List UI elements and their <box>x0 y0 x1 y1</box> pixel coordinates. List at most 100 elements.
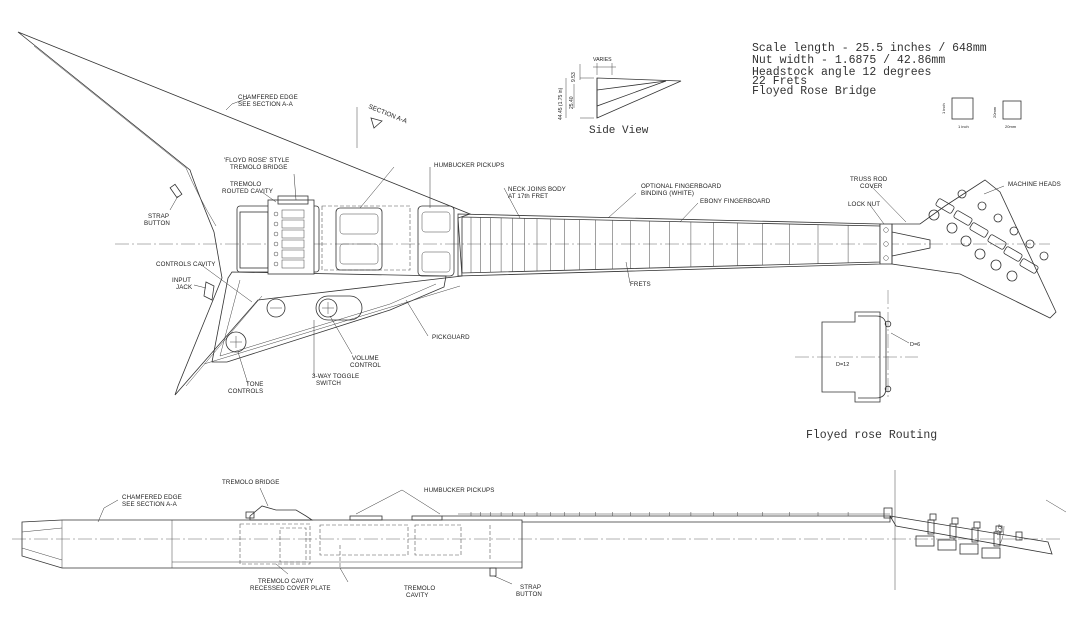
side-view-dim-2540: 25.40 <box>569 96 575 109</box>
label-neck-joins: NECK JOINS BODY <box>508 186 566 193</box>
side-leaders <box>97 487 513 585</box>
bridge-saddles <box>273 209 305 269</box>
spec-nut-width: Nut width - 1.6875 / 42.86mm <box>752 54 945 67</box>
side-machine-heads <box>915 513 1023 559</box>
mm-bottom-label: 20mm <box>1005 124 1017 129</box>
label-chamfered-edge-side: CHAMFERED EDGE <box>122 494 182 501</box>
tremolo-bridge-profile <box>249 505 314 521</box>
inch-bottom-label: 1 inch <box>958 124 969 129</box>
label-strap-button-side: BUTTON <box>516 591 542 598</box>
floyd-rose-bridge <box>267 199 315 275</box>
headstock-angle-label: 12.0° <box>996 524 1004 537</box>
input-jack <box>203 281 215 301</box>
routing-hole-top <box>884 320 892 328</box>
label-tone: TONE <box>246 381 263 388</box>
label-binding-white: BINDING (WHITE) <box>641 190 694 197</box>
section-aa-label: SECTION A-A <box>367 103 408 125</box>
label-tremolo-cavity: TREMOLO CAVITY <box>258 578 314 585</box>
side-frets <box>470 512 849 516</box>
floyd-rose-routing-detail: D=6 D=12 Floyed rose Routing <box>795 290 937 442</box>
side-view-inner <box>596 80 667 107</box>
scale-reference-boxes: 1 inch 1 inch 20mm 20mm <box>941 97 1022 129</box>
strap-button-top <box>169 183 183 199</box>
inch-side-label: 1 inch <box>941 103 946 114</box>
humbucker-bridge <box>335 207 383 271</box>
label-lock-nut: LOCK NUT <box>848 201 880 208</box>
side-view-detail: VARIES 9.53 25.40 44.45 (1.75 in) Side V… <box>558 57 682 137</box>
label-input: INPUT <box>172 277 191 284</box>
machine-heads <box>928 189 1049 282</box>
label-tremolo: TREMOLO <box>230 181 261 188</box>
mm-scale-box <box>1002 100 1022 120</box>
spec-headstock-angle: Headstock angle 12 degrees <box>752 66 931 79</box>
label-tremolo-side: TREMOLO <box>404 585 435 592</box>
label-volume: VOLUME <box>352 355 379 362</box>
label-pickguard: PICKGUARD <box>432 334 470 341</box>
pickup-cavity-side <box>319 524 409 556</box>
side-view-outline <box>596 77 682 119</box>
label-volume-control: CONTROL <box>350 362 381 369</box>
neck-profile <box>442 515 891 523</box>
neck-outline <box>457 213 881 277</box>
spec-block: Scale length - 25.5 inches / 648mm Nut w… <box>752 42 987 98</box>
label-tremolo-bridge-side: TREMOLO BRIDGE <box>222 479 279 486</box>
humbucker-neck <box>417 205 455 277</box>
label-strap-button: BUTTON <box>144 220 170 227</box>
tremolo-cavity <box>239 523 311 565</box>
tone-knob[interactable] <box>225 331 247 353</box>
spec-frets: 22 Frets <box>752 75 807 88</box>
pickguard-outline <box>211 271 447 363</box>
routing-title: Floyed rose Routing <box>806 429 937 442</box>
routing-outline <box>821 311 881 403</box>
label-chamfered-edge: CHAMFERED EDGE <box>238 94 298 101</box>
side-view-varies-label: VARIES <box>593 57 612 63</box>
top-leaders <box>169 97 1005 385</box>
routing-d6-label: D=6 <box>910 342 920 348</box>
lock-nut <box>879 223 893 265</box>
label-machine-heads: MACHINE HEADS <box>1008 181 1061 188</box>
mm-side-label: 20mm <box>992 106 997 118</box>
label-floyd-tremolo: TREMOLO BRIDGE <box>230 164 287 171</box>
body-profile <box>21 519 523 569</box>
label-humbucker-pickups: HUMBUCKER PICKUPS <box>434 162 504 169</box>
label-routed-cavity: ROUTED CAVITY <box>222 188 273 195</box>
label-floyd-style: 'FLOYD ROSE' STYLE <box>224 157 289 164</box>
body-outline <box>17 31 472 396</box>
lock-nut-profile <box>883 507 893 519</box>
headstock-outline <box>891 179 1057 319</box>
routing-hole-bottom <box>884 385 892 393</box>
label-chamfered-edge-see-side: SEE SECTION A-A <box>122 501 178 508</box>
label-jack: JACK <box>176 284 193 291</box>
label-strap: STRAP <box>148 213 169 220</box>
side-view-title: Side View <box>589 125 649 137</box>
label-3way-toggle: 3-WAY TOGGLE <box>312 373 359 380</box>
frets <box>470 217 849 273</box>
toggle-switch[interactable] <box>266 298 286 318</box>
strap-button-bottom <box>489 567 497 577</box>
label-cavity-side: CAVITY <box>406 592 429 599</box>
side-view-dim-953: 9.53 <box>571 72 577 82</box>
label-truss-rod-cover: COVER <box>860 183 883 190</box>
label-tone-controls: CONTROLS <box>228 388 263 395</box>
side-profile-view: 12.0° TREMOLO BRIDGE CHAMFERED EDGE SEE … <box>12 470 1067 599</box>
section-aa-arrow <box>370 117 383 129</box>
label-chamfered-edge-see: SEE SECTION A-A <box>238 101 294 108</box>
label-recessed-cover: RECESSED COVER PLATE <box>250 585 331 592</box>
label-ebony-fingerboard: EBONY FINGERBOARD <box>700 198 771 205</box>
spec-scale-length: Scale length - 25.5 inches / 648mm <box>752 42 987 55</box>
label-controls-cavity: CONTROLS CAVITY <box>156 261 216 268</box>
spec-bridge: Floyed Rose Bridge <box>752 85 876 98</box>
pickup-cavity-bridge <box>321 205 411 271</box>
label-optional-fingerboard: OPTIONAL FINGERBOARD <box>641 183 722 190</box>
label-switch: SWITCH <box>316 380 341 387</box>
label-strap-side: STRAP <box>520 584 541 591</box>
volume-knob[interactable] <box>318 298 338 318</box>
label-frets: FRETS <box>630 281 651 288</box>
label-17th-fret: AT 17th FRET <box>508 193 548 200</box>
side-view-dim-4445: 44.45 (1.75 in) <box>558 87 564 120</box>
controls-cavity <box>315 295 363 321</box>
headstock-profile <box>889 515 1053 555</box>
routing-d12-label: D=12 <box>836 362 849 368</box>
